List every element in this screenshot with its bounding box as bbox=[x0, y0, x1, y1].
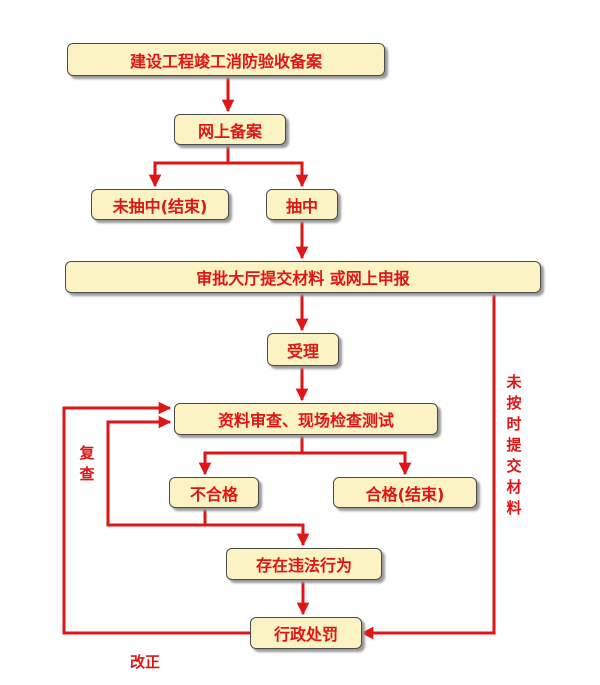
edge-rectify-loop bbox=[62, 401, 250, 635]
node-submit-materials: 审批大厅提交材料 或网上申报 bbox=[65, 261, 541, 293]
label-not-submitted-on-time: 未按时提交材料 bbox=[506, 373, 522, 517]
node-fire-acceptance-filing: 建设工程竣工消防验收备案 bbox=[67, 43, 385, 76]
edge-n8-n10 bbox=[203, 508, 310, 547]
node-administrative-penalty: 行政处罚 bbox=[250, 617, 362, 649]
edge-n2-n4 bbox=[228, 161, 309, 188]
edge-not-submitted bbox=[360, 293, 496, 640]
edge-n7-n9 bbox=[302, 451, 412, 476]
node-selected: 抽中 bbox=[266, 189, 338, 220]
node-not-selected-end: 未抽中(结束) bbox=[91, 189, 229, 220]
label-recheck: 复查 bbox=[79, 444, 95, 483]
edge-n7-n8 bbox=[198, 435, 304, 476]
node-review-inspection: 资料审查、现场检查测试 bbox=[174, 403, 438, 435]
node-unqualified: 不合格 bbox=[169, 477, 259, 508]
node-qualified-end: 合格(结束) bbox=[333, 477, 477, 508]
edge-n2-n3 bbox=[148, 145, 230, 188]
node-online-filing: 网上备案 bbox=[174, 114, 286, 145]
node-accept: 受理 bbox=[267, 333, 339, 366]
node-violation: 存在违法行为 bbox=[226, 548, 382, 580]
label-rectify: 改正 bbox=[130, 653, 161, 671]
edge-recheck-loop bbox=[106, 415, 205, 527]
